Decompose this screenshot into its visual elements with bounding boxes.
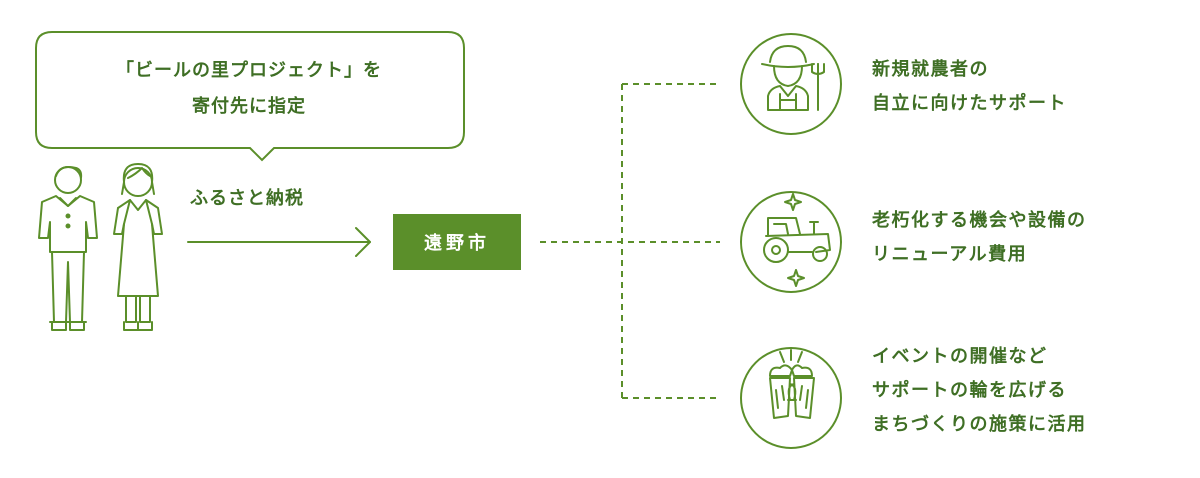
target-line: イベントの開催など: [872, 346, 1048, 367]
people-icon: [38, 163, 163, 331]
flow-label: ふるさと納税: [190, 188, 304, 209]
target-line: 自立に向けたサポート: [872, 93, 1067, 114]
farmer-icon: [740, 33, 842, 135]
target-text-equipment: 老朽化する機会や設備の リニューアル費用: [872, 204, 1087, 272]
tractor-icon: [740, 191, 842, 293]
dashed-connectors: [540, 83, 720, 399]
arrow-icon: [187, 227, 371, 257]
target-line: まちづくりの施策に活用: [872, 414, 1087, 435]
target-line: リニューアル費用: [872, 244, 1028, 265]
target-line: サポートの輪を広げる: [872, 380, 1067, 401]
city-box: 遠野市: [393, 214, 521, 270]
target-line: 老朽化する機会や設備の: [872, 210, 1087, 231]
speech-bubble: [35, 31, 465, 162]
target-text-events: イベントの開催など サポートの輪を広げる まちづくりの施策に活用: [872, 340, 1087, 442]
beer-toast-icon: [740, 347, 842, 449]
target-text-farmer: 新規就農者の 自立に向けたサポート: [872, 53, 1067, 121]
target-line: 新規就農者の: [872, 59, 989, 80]
bubble-line-2: 寄付先に指定: [192, 96, 306, 117]
bubble-line-1: 「ビールの里プロジェクト」を: [116, 60, 382, 81]
